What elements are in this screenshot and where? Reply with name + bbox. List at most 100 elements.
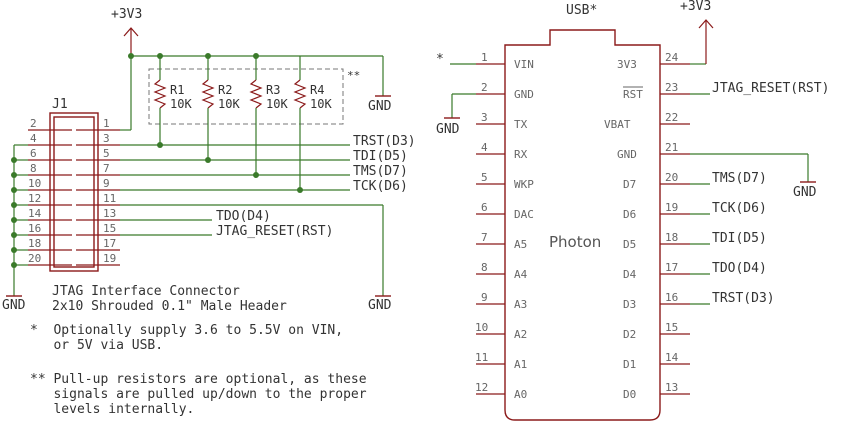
header-pin-15: 15 [103, 222, 116, 235]
photon-pin-d1: D1 [623, 358, 636, 371]
photon-pin-13-num: 13 [665, 381, 678, 394]
photon-pin-22-num: 22 [665, 111, 678, 124]
pullup-rail [128, 53, 384, 113]
net-label-tdi: TDI(D5) [353, 149, 408, 164]
photon-net-label-d3: TRST(D3) [712, 291, 775, 306]
photon-pin-d4: D4 [623, 268, 637, 281]
vin-star: * [436, 52, 444, 67]
photon-pin-19-num: 19 [665, 201, 678, 214]
header-pin-numbers-left: 2 4 6 8 10 12 14 16 18 20 [28, 117, 42, 265]
ground-label-top: GND [368, 99, 392, 114]
photon-right-pin-names: 3V3 RST VBAT GND D7 D6 D5 D4 D3 D2 D1 D0 [604, 58, 643, 401]
header-pin-5: 5 [103, 147, 110, 160]
header-pin-7: 7 [103, 162, 110, 175]
resistor-r2-value: 10K [218, 97, 240, 111]
resistor-r1-value: 10K [170, 97, 192, 111]
ground-symbol-pin11: GND [368, 295, 392, 313]
photon-net-label-rst: JTAG_RESET(RST) [712, 81, 829, 96]
photon-net-label-d5: TDI(D5) [712, 231, 767, 246]
photon-pin-tx: TX [514, 118, 528, 131]
photon-pin-10-num: 10 [475, 321, 488, 334]
photon-pin-15-num: 15 [665, 321, 678, 334]
photon-net-label-d7: TMS(D7) [712, 171, 767, 186]
notes: * Optionally supply 3.6 to 5.5V on VIN, … [30, 323, 367, 417]
photon-pin-a1: A1 [514, 358, 527, 371]
photon-pin-20-num: 20 [665, 171, 678, 184]
resistor-r1-name: R1 [170, 83, 184, 97]
photon-pin-24-num: 24 [665, 51, 679, 64]
note2-line3: levels internally. [30, 402, 194, 417]
photon-pin-d7: D7 [623, 178, 636, 191]
header-pin-8: 8 [30, 162, 37, 175]
resistor-r2-name: R2 [218, 83, 232, 97]
photon-pin-rst: RST [623, 88, 643, 101]
resistor-r3: R3 10K [249, 56, 288, 173]
header-pin-12: 12 [28, 192, 41, 205]
header-pin-20: 20 [28, 252, 41, 265]
photon-pin-6-num: 6 [481, 201, 488, 214]
ground-label-header: GND [2, 298, 26, 313]
note2-line1: ** Pull-up resistors are optional, as th… [30, 372, 367, 387]
photon-pin-16-num: 16 [665, 291, 678, 304]
header-pin-2: 2 [30, 117, 37, 130]
photon-pin-rx: RX [514, 148, 528, 161]
header-pin-9: 9 [103, 177, 110, 190]
ground-symbol-top: GND [368, 95, 392, 114]
photon-pin-d3: D3 [623, 298, 636, 311]
photon-right-pin-numbers: 24 23 22 21 20 19 18 17 16 15 14 13 [665, 51, 679, 394]
header-pin-1: 1 [103, 117, 110, 130]
resistor-r3-name: R3 [266, 83, 280, 97]
resistor-r2: R2 10K [201, 56, 240, 157]
photon-pin-11-num: 11 [475, 351, 488, 364]
photon-pin-d0: D0 [623, 388, 636, 401]
header-desc-line1: JTAG Interface Connector [52, 284, 240, 299]
photon-left-pin-names: VIN GND TX RX WKP DAC A5 A4 A3 A2 A1 A0 [514, 58, 534, 401]
resistor-r4: R4 10K [293, 56, 332, 188]
power-symbol-3v3-left: +3V3 [111, 7, 142, 56]
net-label-jtag-reset: JTAG_RESET(RST) [216, 224, 333, 239]
photon-pin-3v3: 3V3 [617, 58, 637, 71]
photon-pin-2-num: 2 [481, 81, 488, 94]
photon-pin-dac: DAC [514, 208, 534, 221]
resistor-optional-mark: ** [347, 69, 360, 82]
net-label-tdo: TDO(D4) [216, 209, 271, 224]
photon-pin-a3: A3 [514, 298, 527, 311]
signal-nets-header [120, 140, 384, 296]
photon-right-pins [660, 63, 690, 395]
photon-pin-14-num: 14 [665, 351, 679, 364]
photon-pin-18-num: 18 [665, 231, 678, 244]
note1-line2: or 5V via USB. [30, 338, 163, 353]
ground-label-photon-right: GND [793, 185, 817, 200]
resistor-r4-name: R4 [310, 83, 324, 97]
photon-pin-9-num: 9 [481, 291, 488, 304]
note2-line2: signals are pulled up/down to the proper [30, 387, 367, 402]
note1-line1: * Optionally supply 3.6 to 5.5V on VIN, [30, 323, 343, 338]
photon-pin-12-num: 12 [475, 381, 488, 394]
jtag-header-body [49, 112, 99, 272]
photon-pin-1-num: 1 [481, 51, 488, 64]
power-label-left: +3V3 [111, 7, 142, 22]
ground-label-pin11: GND [368, 298, 392, 313]
header-pin-10: 10 [28, 177, 41, 190]
header-pin-14: 14 [28, 207, 42, 220]
header-pin-6: 6 [30, 147, 37, 160]
photon-body [504, 29, 661, 421]
photon-pin-a2: A2 [514, 328, 527, 341]
photon-pin-vin: VIN [514, 58, 534, 71]
resistor-r1: R1 10K [153, 56, 192, 140]
photon-gnd-left-net: GND [436, 93, 476, 137]
photon-right-nets [690, 93, 816, 305]
header-pin-19: 19 [103, 252, 116, 265]
photon-pin-d6: D6 [623, 208, 636, 221]
photon-pin-8-num: 8 [481, 261, 488, 274]
usb-label: USB* [566, 3, 597, 18]
photon-pin-vbat: VBAT [604, 118, 631, 131]
photon-pin-a4: A4 [514, 268, 528, 281]
photon-pin-a0: A0 [514, 388, 527, 401]
photon-net-label-d4: TDO(D4) [712, 261, 767, 276]
resistor-r4-value: 10K [310, 97, 332, 111]
photon-pin-gnd-left: GND [514, 88, 534, 101]
header-ref: J1 [52, 97, 68, 112]
photon-pin-23-num: 23 [665, 81, 678, 94]
